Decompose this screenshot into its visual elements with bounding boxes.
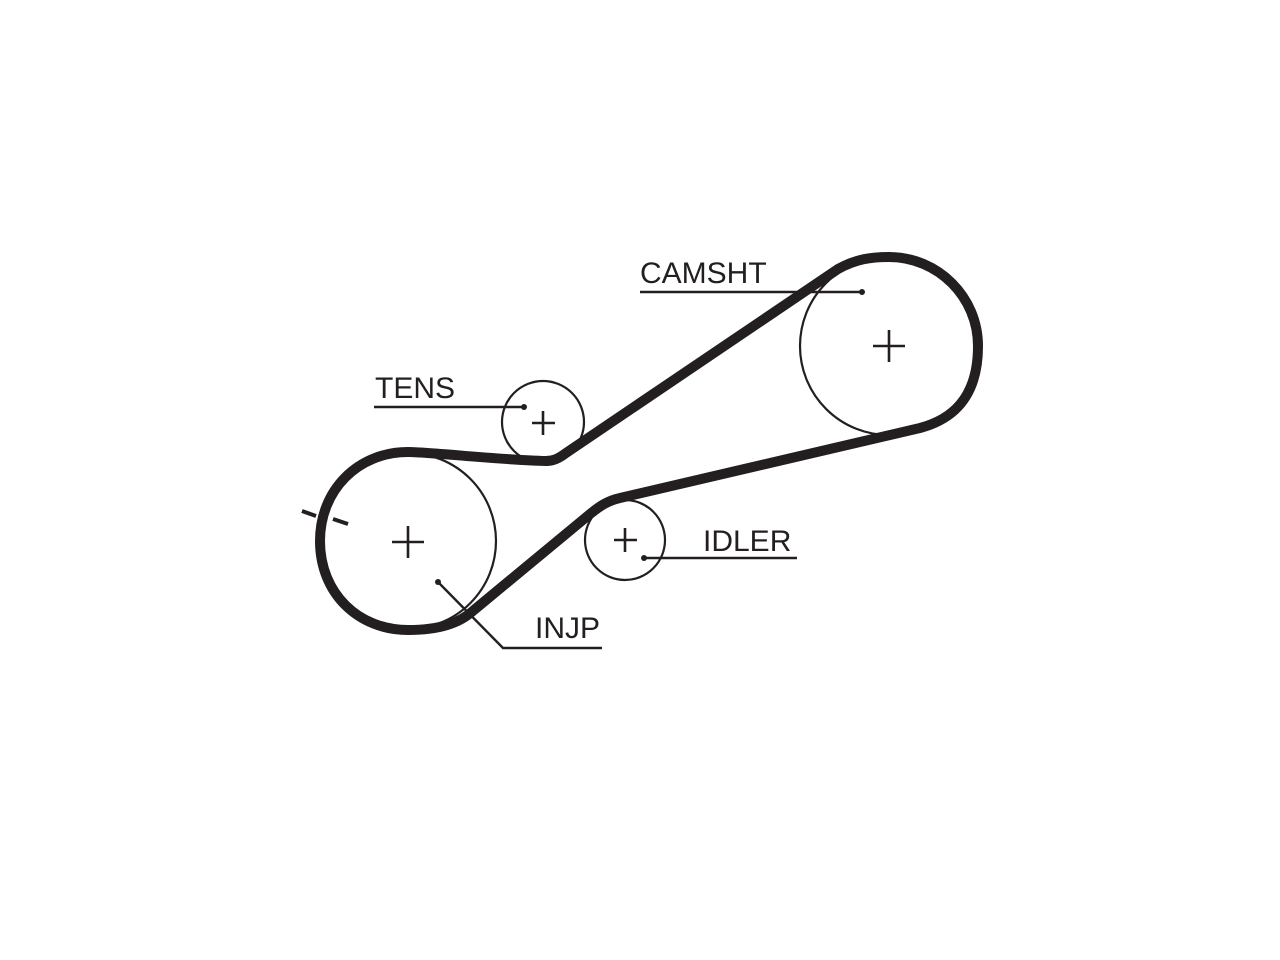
injection-pump-leader (435, 579, 602, 650)
injection-pump-label: INJP (535, 612, 600, 645)
injection-pump-center-icon (392, 526, 424, 558)
timing-belt (315, 252, 983, 635)
tensioner-leader (374, 404, 527, 410)
tensioner-label: TENS (375, 372, 455, 405)
camshaft-label: CAMSHT (640, 257, 767, 290)
timing-mark-icon (301, 509, 349, 526)
idler-label: IDLER (703, 525, 791, 558)
tensioner-center-icon (532, 411, 555, 435)
camshaft-center-icon (873, 330, 905, 362)
idler-leader (641, 555, 797, 561)
camshaft-leader (640, 289, 865, 295)
idler-center-icon (614, 528, 637, 552)
